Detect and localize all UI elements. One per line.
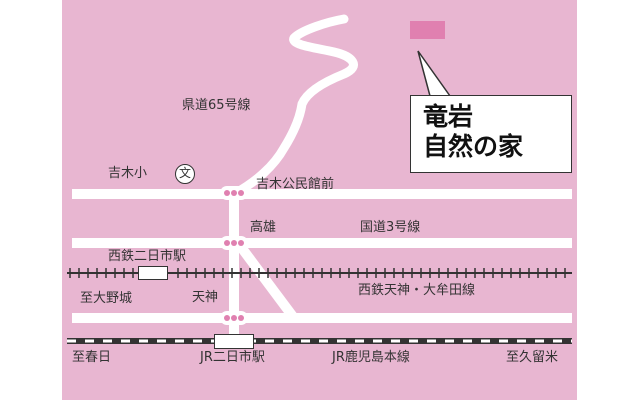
callout-pointer <box>417 50 452 97</box>
direction-ono-label: 至大野城 <box>80 291 133 306</box>
nishitetsu-station-label: 西鉄二日市駅 <box>108 249 187 264</box>
nishitetsu-line-label: 西鉄天神・大牟田線 <box>358 283 476 298</box>
bus-stop-kiki-label: 吉木公民館前 <box>256 177 335 192</box>
road-diagonal <box>233 240 299 321</box>
prefectural-road-label: 県道65号線 <box>182 98 251 113</box>
nishitetsu-railway-ticks <box>69 268 566 278</box>
national-road-label: 国道3号線 <box>360 220 421 235</box>
jr-station-label: JR二日市駅 <box>200 350 265 365</box>
destination-callout: 竜岩 自然の家 <box>410 95 572 173</box>
prefectural-road-65 <box>229 14 358 199</box>
bus-stop-tenjin-label: 天神 <box>192 290 219 305</box>
map-panel: 竜岩 自然の家 吉木小 文 県道65号線 国道3号線 吉木公民館前 高雄 天神 … <box>62 0 577 400</box>
bus-stop-tenjin <box>220 311 248 325</box>
jr-station-marker <box>214 334 254 349</box>
bus-stop-kiki <box>220 186 248 200</box>
direction-kurume-label: 至久留米 <box>506 350 559 365</box>
jr-line-label: JR鹿児島本線 <box>332 350 410 365</box>
map-canvas <box>67 14 572 344</box>
destination-title: 竜岩 自然の家 <box>423 102 524 161</box>
destination-marker <box>410 21 445 39</box>
nishitetsu-station-marker <box>138 266 168 280</box>
school-label: 吉木小 <box>108 166 148 181</box>
direction-haruhi-label: 至春日 <box>72 350 112 365</box>
bus-stop-takao-label: 高雄 <box>250 220 277 235</box>
bus-stop-takao <box>220 236 248 250</box>
school-icon: 文 <box>175 164 195 184</box>
